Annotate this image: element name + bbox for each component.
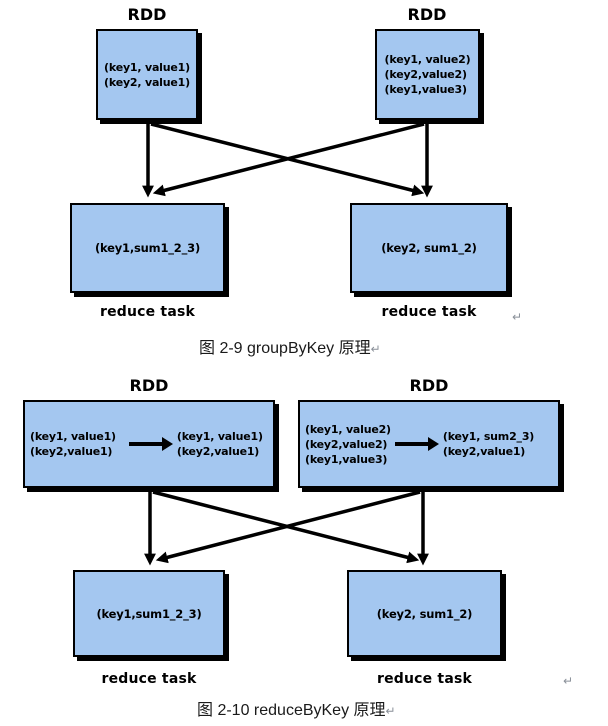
- reduce-box-right: (key2, sum1_2): [350, 203, 508, 293]
- figure-caption-text: 图 2-10 reduceByKey 原理: [197, 702, 386, 719]
- paragraph-mark: ↵: [512, 310, 523, 324]
- kv-result: (key2, sum1_2): [381, 241, 477, 255]
- reduce-task-label-right: reduce task: [376, 671, 473, 687]
- paragraph-mark: ↵: [385, 704, 396, 718]
- combine-arrow: [128, 437, 173, 451]
- rdd-label-right: RDD: [407, 5, 447, 24]
- rdd-partition-box-left: (key1, value1) (key2,value1) (key1, valu…: [23, 400, 275, 488]
- figure-caption: 图 2-9 groupByKey 原理↵: [199, 334, 381, 358]
- paragraph-mark: ↵: [563, 674, 574, 688]
- rdd-label-left: RDD: [127, 5, 167, 24]
- combine-arrow: [394, 437, 439, 451]
- kv-pair: (key2, value1): [104, 75, 190, 89]
- reduce-box-right: (key2, sum1_2): [347, 570, 502, 657]
- kv-pair: (key2,value2): [305, 437, 388, 451]
- reduce-box-left: (key1,sum1_2_3): [73, 570, 225, 657]
- kv-pair: (key2,value1): [442, 445, 526, 458]
- figure-caption-text: 图 2-9 groupByKey 原理: [199, 340, 371, 357]
- paragraph-mark: ↵: [370, 342, 381, 356]
- reduce-task-label-left: reduce task: [99, 304, 196, 320]
- kv-pair: (key1,value3): [305, 452, 388, 466]
- rdd-label-left: RDD: [129, 376, 169, 395]
- reduce-box-left: (key1,sum1_2_3): [70, 203, 225, 293]
- reduce-task-label-right: reduce task: [381, 304, 477, 320]
- figure-caption: 图 2-10 reduceByKey 原理↵: [197, 696, 396, 720]
- kv-pair: (key1, sum2_3): [442, 430, 535, 443]
- kv-pair: (key1, value2): [384, 53, 471, 66]
- rdd-partition-box-right: (key1, value2) (key2,value2) (key1,value…: [375, 29, 480, 120]
- reduce-task-label-left: reduce task: [101, 671, 197, 687]
- rdd-partition-box-right: (key1, value2) (key2,value2) (key1,value…: [298, 400, 560, 488]
- kv-result: (key1,sum1_2_3): [96, 606, 202, 621]
- kv-pair: (key1, value1): [30, 430, 116, 443]
- kv-result: (key1,sum1_2_3): [94, 241, 201, 255]
- rdd-partition-box-left: (key1, value1) (key2, value1): [96, 29, 198, 120]
- kv-pair: (key1, value1): [176, 430, 263, 443]
- kv-pair: (key2,value1): [30, 445, 113, 458]
- rdd-label-right: RDD: [409, 376, 449, 395]
- kv-pair: (key2,value1): [176, 445, 260, 458]
- kv-pair: (key2,value2): [384, 68, 467, 81]
- kv-pair: (key1,value3): [384, 83, 467, 96]
- kv-result: (key2, sum1_2): [376, 606, 473, 621]
- kv-pair: (key1, value1): [104, 60, 190, 74]
- kv-pair: (key1, value2): [305, 422, 391, 436]
